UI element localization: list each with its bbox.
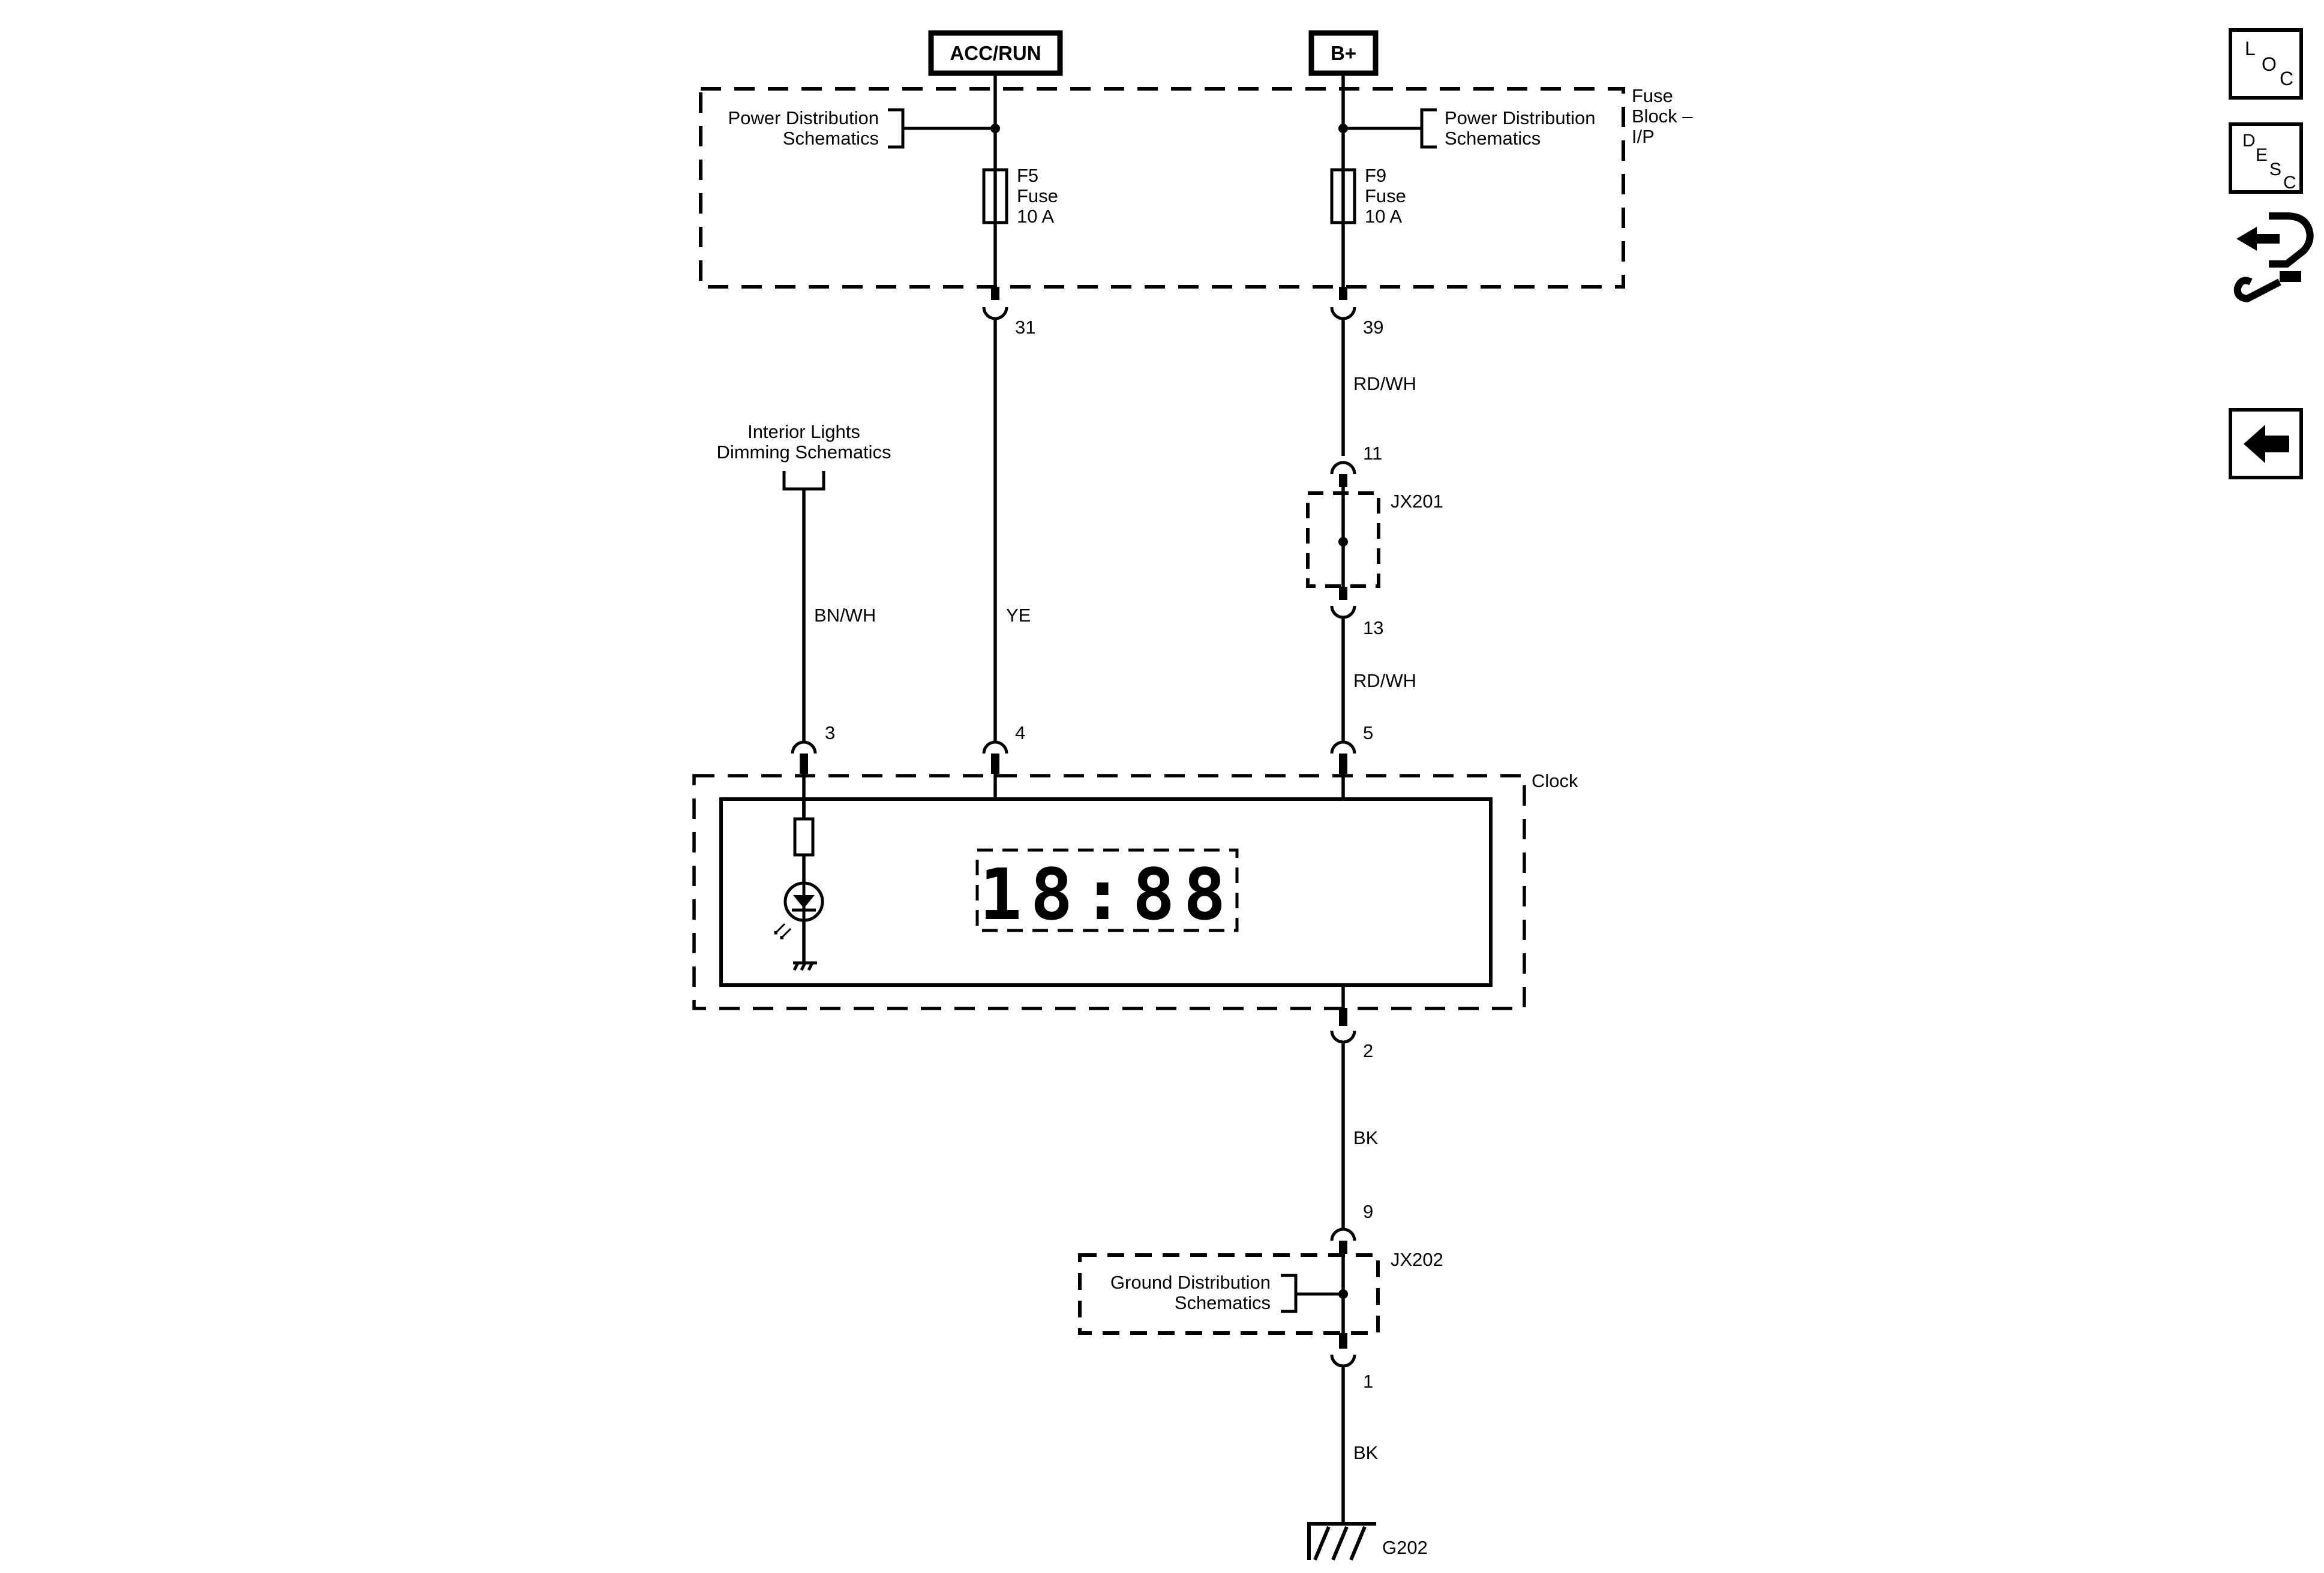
connector-pin-4: 4 <box>982 722 1025 799</box>
jx202-label: JX202 <box>1391 1249 1443 1270</box>
pin-31-label: 31 <box>1015 317 1035 338</box>
pin-9-label: 9 <box>1363 1201 1373 1222</box>
fuse-f5-type: Fuse <box>1017 185 1058 206</box>
connector-jx201: 11 JX201 13 <box>1306 443 1443 638</box>
power-ref-right-line2: Schematics <box>1445 128 1541 149</box>
connector-pin-39: 39 <box>1330 307 1383 456</box>
pin-13-label: 13 <box>1363 617 1383 638</box>
fuse-f9-id: F9 <box>1365 165 1386 186</box>
loc-letter-l: L <box>2245 38 2256 59</box>
clock-module: Clock 18:88 <box>692 770 1578 1010</box>
fuse-f9: F9 Fuse 10 A <box>1330 165 1406 227</box>
connector-pin-2: 2 <box>1330 1008 1373 1230</box>
resistor <box>793 817 815 857</box>
wire-ye-label: YE <box>1006 605 1031 626</box>
power-distribution-ref-right: Power Distribution Schematics <box>1338 107 1596 149</box>
pin-39-label: 39 <box>1363 317 1383 338</box>
fuse-block-title-line1: Fuse <box>1632 85 1673 106</box>
power-distribution-ref-left: Power Distribution Schematics <box>728 107 1000 149</box>
pin-3-label: 3 <box>825 722 835 743</box>
pin-4-label: 4 <box>1015 722 1025 743</box>
pin-1-label: 1 <box>1363 1371 1373 1392</box>
ground-ref-line2: Schematics <box>1175 1292 1271 1313</box>
desc-button[interactable]: D E S C <box>2229 122 2303 194</box>
jx201-label: JX201 <box>1391 491 1443 512</box>
wire-bnwh-label: BN/WH <box>814 605 876 626</box>
back-button[interactable] <box>2229 408 2303 479</box>
clock-display-frame <box>975 848 1239 932</box>
ground-distribution-ref: Ground Distribution Schematics <box>1110 1272 1343 1313</box>
b-plus-label: B+ <box>1331 42 1356 64</box>
ground-ref-line1: Ground Distribution <box>1110 1272 1271 1293</box>
power-ref-left-line1: Power Distribution <box>728 107 879 128</box>
ground-icon <box>1307 1522 1376 1561</box>
ground-g202: G202 <box>1307 1522 1428 1561</box>
wire-rdwh-upper-label: RD/WH <box>1353 373 1416 394</box>
b-plus-source: B+ <box>1308 30 1379 76</box>
fuse-f9-rating: 10 A <box>1365 206 1402 227</box>
connector-tools-icon[interactable] <box>2233 212 2314 303</box>
power-ref-left-line2: Schematics <box>783 128 879 149</box>
fuse-block: Fuse Block – I/P <box>699 85 1693 289</box>
pin-5-label: 5 <box>1363 722 1373 743</box>
loc-letter-o: O <box>2262 53 2277 75</box>
acc-run-label: ACC/RUN <box>950 42 1041 64</box>
fuse-block-title-line2: Block – <box>1632 106 1693 127</box>
wire-bk-upper-label: BK <box>1353 1127 1379 1148</box>
dimming-ref: Interior Lights Dimming Schematics <box>716 421 891 742</box>
clock-label: Clock <box>1532 770 1578 791</box>
desc-letter-e: E <box>2256 145 2268 165</box>
wire-rdwh-lower-label: RD/WH <box>1353 670 1416 691</box>
connector-jx202: 9 JX202 1 <box>1078 1201 1443 1392</box>
fuse-f5: F5 Fuse 10 A <box>982 165 1058 227</box>
connector-pin-3: 3 <box>791 722 835 816</box>
fuse-f5-id: F5 <box>1017 165 1038 186</box>
back-arrow-icon <box>2244 425 2289 463</box>
acc-run-source: ACC/RUN <box>928 30 1063 76</box>
clock-display: 18:88 <box>979 853 1234 936</box>
dimming-ref-line1: Interior Lights <box>747 421 860 442</box>
led-icon <box>774 881 824 939</box>
desc-letter-d: D <box>2242 131 2256 151</box>
connector-pin-5: 5 <box>1330 722 1373 799</box>
loc-button[interactable]: L O C <box>2229 28 2303 100</box>
loc-letter-c: C <box>2280 68 2293 89</box>
fuse-f5-rating: 10 A <box>1017 206 1054 227</box>
wire-bk-lower-label: BK <box>1353 1442 1379 1463</box>
fuse-f9-type: Fuse <box>1365 185 1406 206</box>
dimming-ref-line2: Dimming Schematics <box>716 442 891 463</box>
chassis-ground-icon <box>792 961 817 971</box>
connector-pin-31: 31 <box>982 307 1035 742</box>
ground-g202-label: G202 <box>1382 1537 1428 1558</box>
fuse-block-title-line3: I/P <box>1632 126 1655 147</box>
desc-letter-s: S <box>2269 160 2281 179</box>
power-ref-right-line1: Power Distribution <box>1445 107 1596 128</box>
pin-11-label: 11 <box>1363 443 1382 464</box>
desc-letter-c: C <box>2283 173 2296 193</box>
pin-2-label: 2 <box>1363 1040 1373 1061</box>
